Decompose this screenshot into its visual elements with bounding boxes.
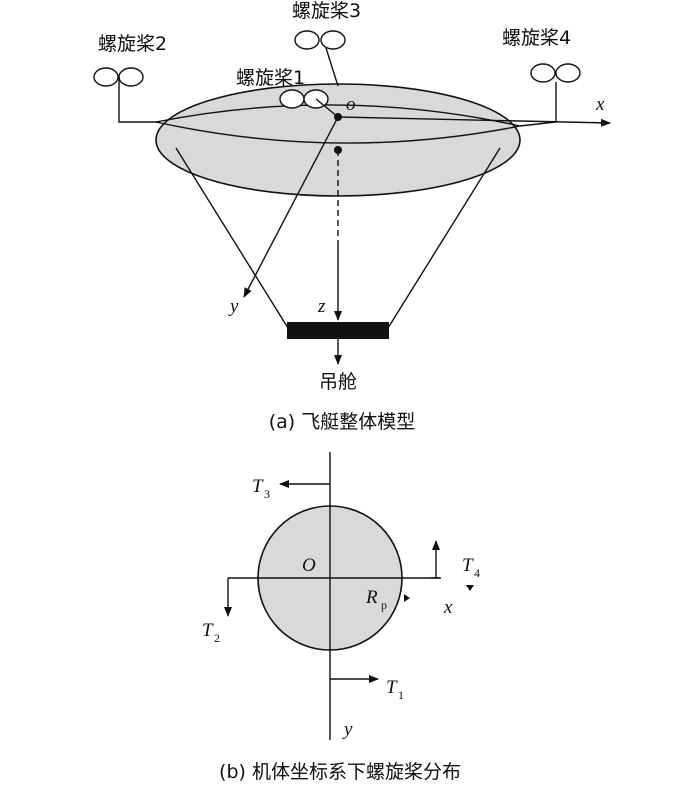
T4-subscript: 4 <box>474 566 480 580</box>
T4-marker <box>466 585 474 591</box>
airship-model-figure: 吊舱 x y z o 螺旋桨1 螺旋桨2 螺旋桨3 <box>93 0 611 433</box>
caption-a: (a) 飞艇整体模型 <box>269 411 416 433</box>
gondola-label: 吊舱 <box>319 371 357 393</box>
y-axis-label-a: y <box>228 296 239 317</box>
y-axis-a <box>243 116 339 298</box>
origin-label-b: O <box>302 555 316 576</box>
cable-right <box>387 147 501 329</box>
radius-subscript: p <box>381 598 387 612</box>
prop4-label: 螺旋桨4 <box>502 27 571 49</box>
envelope-ellipse <box>155 83 521 197</box>
gondola-block <box>287 322 389 339</box>
propeller-layout-figure: O x y R p T 1 T 2 T 3 T 4 (b) 机体坐标系下螺旋桨分… <box>202 452 480 783</box>
propeller-3 <box>294 30 346 87</box>
prop3-label: 螺旋桨3 <box>292 0 361 22</box>
x-axis-a <box>337 116 611 127</box>
propeller-2 <box>93 67 160 123</box>
y-axis-label-b: y <box>342 719 353 740</box>
prop1-label: 螺旋桨1 <box>236 67 305 89</box>
radius-marker <box>404 594 410 602</box>
propeller-4 <box>519 63 581 127</box>
radius-label: R <box>365 587 378 608</box>
envelope-band-upper <box>155 104 521 127</box>
envelope-band-lower <box>155 121 521 144</box>
prop2-label: 螺旋桨2 <box>98 33 167 55</box>
T4-label: T <box>462 555 474 576</box>
z-axis-label-a: z <box>317 296 326 317</box>
T3-subscript: 3 <box>264 487 270 501</box>
T1-subscript: 1 <box>398 688 404 702</box>
x-axis-label-b: x <box>443 597 453 618</box>
x-axis-label-a: x <box>595 94 605 115</box>
T2-label: T <box>202 620 214 641</box>
cable-left <box>175 147 289 329</box>
center-dot <box>334 146 342 154</box>
propeller-1 <box>279 89 339 118</box>
T2-subscript: 2 <box>214 631 220 645</box>
caption-b: (b) 机体坐标系下螺旋桨分布 <box>219 761 461 783</box>
origin-label-a: o <box>346 94 356 115</box>
T1-label: T <box>386 677 398 698</box>
T3-label: T <box>252 476 264 497</box>
